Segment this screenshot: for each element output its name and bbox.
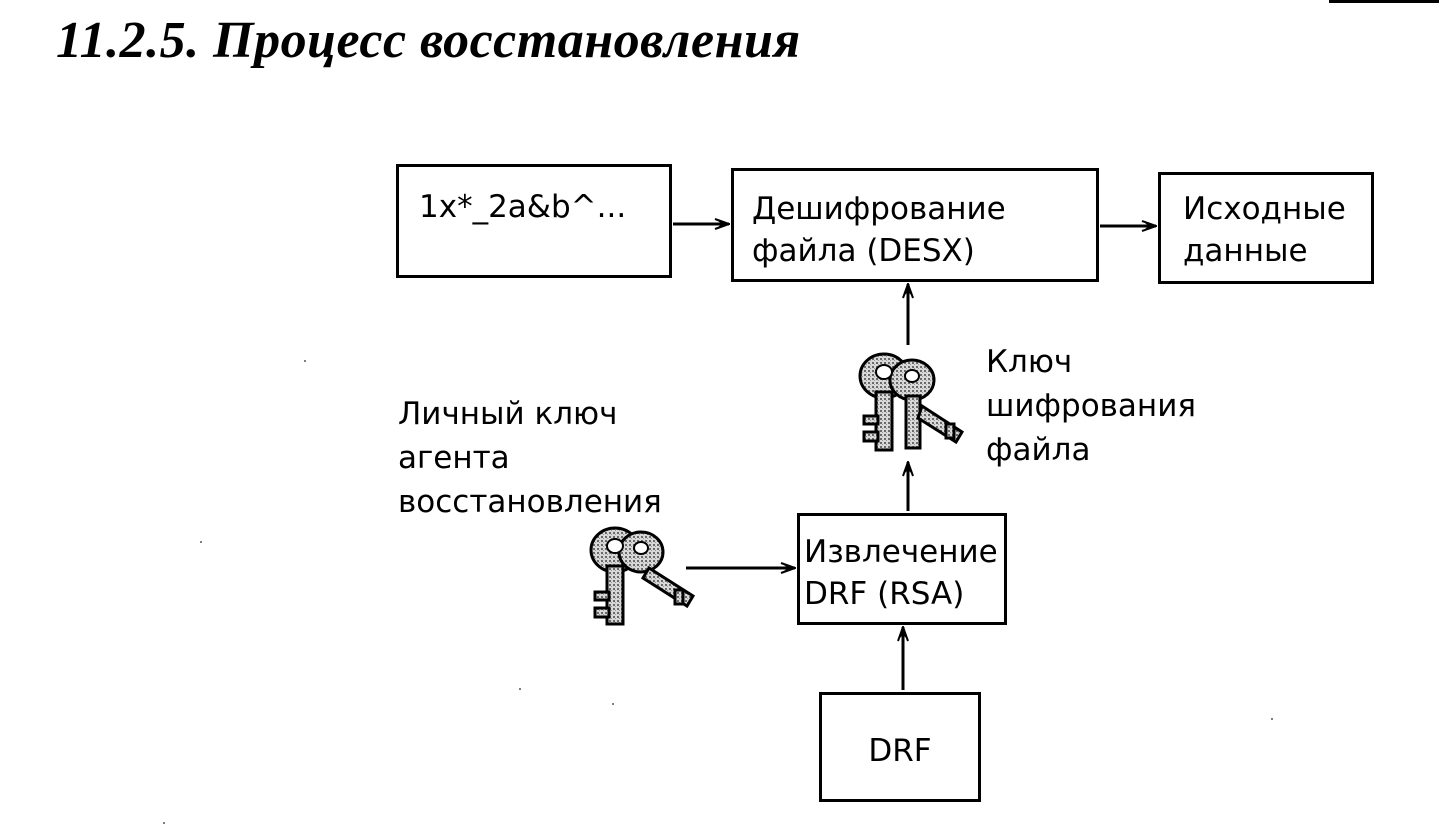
scan-speck [200, 541, 202, 543]
scan-speck [519, 688, 521, 690]
drf-extraction-box: Извлечение DRF (RSA) [797, 513, 1007, 625]
ciphertext-box: 1x*_2a&b^... [396, 164, 672, 278]
scan-speck [1271, 718, 1273, 720]
drf-box: DRF [819, 692, 981, 802]
scan-speck [304, 360, 306, 362]
file-decryption-box: Дешифрование файла (DESX) [731, 168, 1099, 282]
top-rule [1329, 0, 1439, 3]
recovery-agent-private-key-icon [589, 526, 696, 626]
recovery-agent-key-label: Личный ключ агента восстановления [398, 396, 662, 521]
scan-speck [163, 822, 165, 824]
file-encryption-key-label: Ключ шифрования файла [986, 344, 1196, 469]
scan-speck [612, 703, 614, 705]
section-heading: 11.2.5. Процесс восстановления [56, 12, 801, 69]
original-data-box: Исходные данные [1158, 172, 1374, 284]
file-encryption-key-icon [858, 352, 965, 452]
